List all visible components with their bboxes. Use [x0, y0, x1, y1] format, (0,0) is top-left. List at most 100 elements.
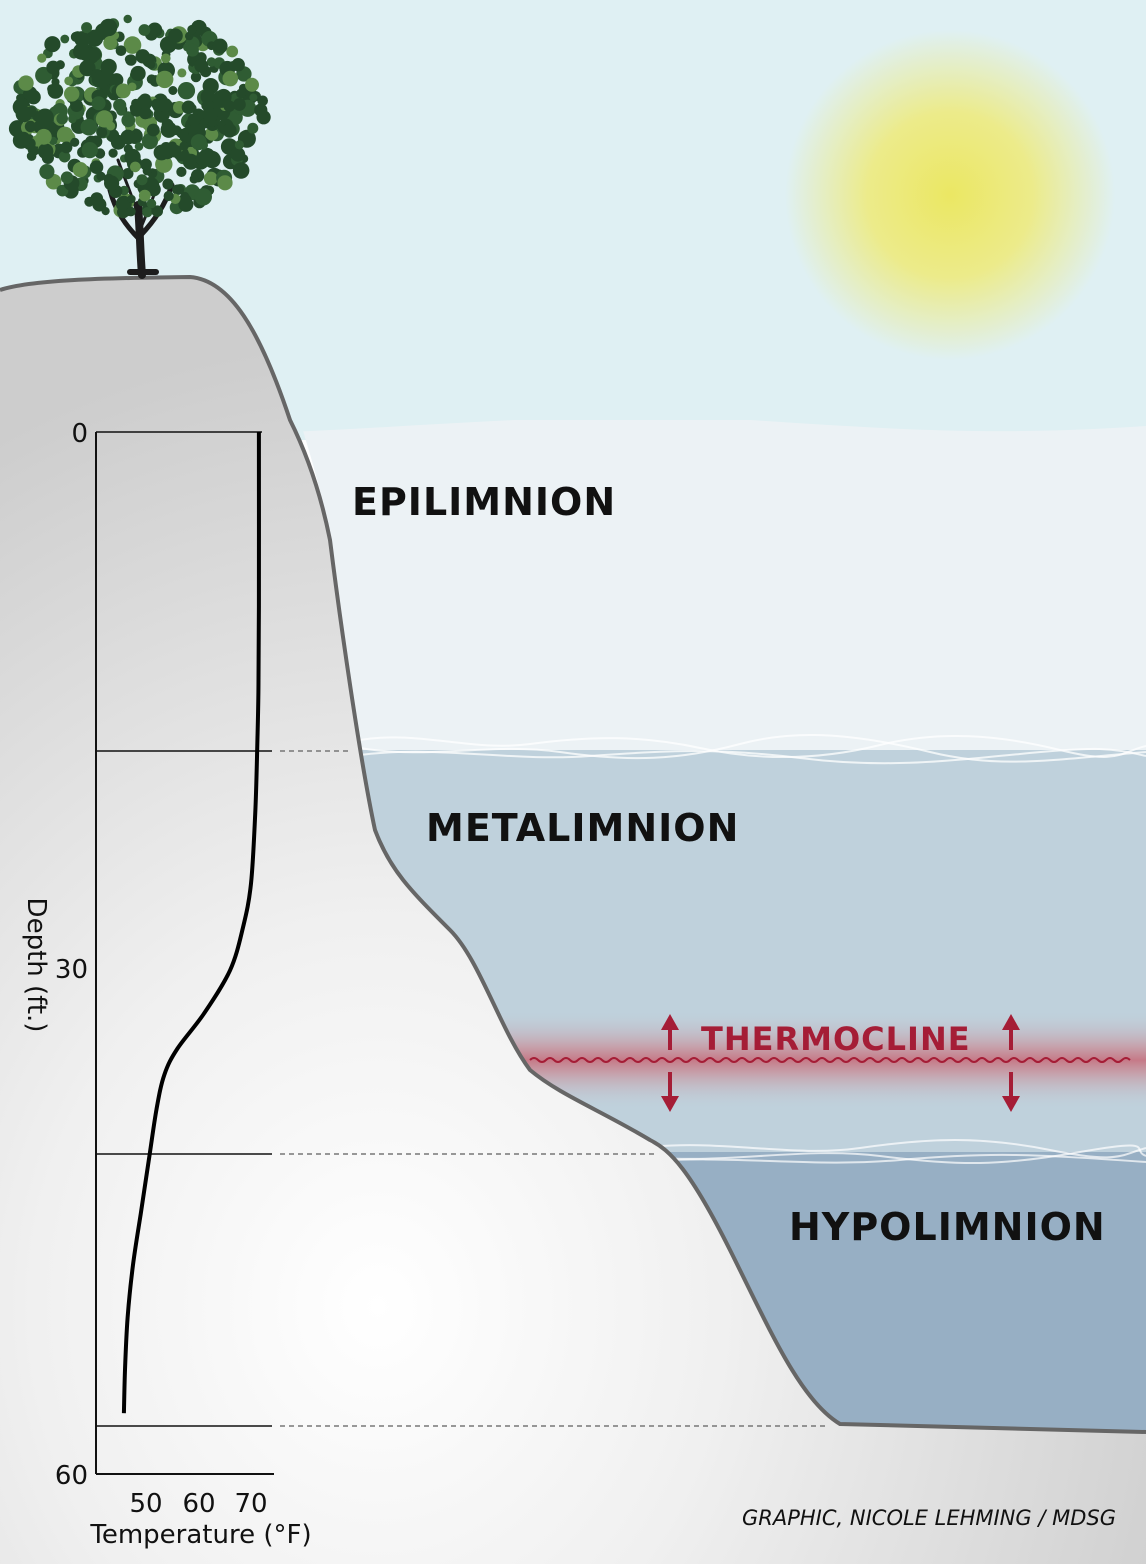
leaf	[202, 107, 218, 123]
leaf	[187, 113, 201, 127]
leaf	[64, 76, 74, 86]
temperature-axis-label: Temperature (°F)	[89, 1520, 311, 1550]
leaf	[168, 86, 178, 95]
leaf	[203, 150, 221, 169]
leaf	[206, 100, 215, 110]
leaf	[138, 24, 151, 36]
leaf	[81, 142, 98, 159]
leaf	[190, 71, 202, 83]
leaf	[194, 188, 212, 206]
leaf	[245, 77, 259, 92]
arrow-down-right-head	[1002, 1096, 1020, 1112]
leaf	[56, 126, 74, 143]
hypolimnion-label: HYPOLIMNION	[789, 1205, 1106, 1249]
arrow-up-right-head	[1002, 1014, 1020, 1030]
leaf	[206, 57, 217, 67]
leaf	[142, 207, 153, 218]
temp-tick-70: 70	[234, 1489, 267, 1519]
leaf	[70, 137, 80, 147]
leaf	[60, 171, 74, 184]
leaf	[136, 174, 148, 186]
leaf	[95, 23, 112, 40]
leaf	[200, 89, 216, 105]
leaf	[103, 36, 118, 50]
leaf	[179, 141, 189, 151]
graphic-credit: GRAPHIC, NICOLE LEHMING / MDSG	[742, 1506, 1116, 1530]
leaf	[158, 98, 173, 113]
leaf	[134, 142, 144, 151]
leaf	[217, 175, 233, 191]
leaf	[16, 131, 31, 147]
leaf	[26, 151, 37, 161]
leaf	[115, 83, 131, 99]
leaf	[138, 189, 151, 202]
metalimnion-label: METALIMNION	[426, 806, 739, 850]
leaf	[156, 70, 174, 89]
leaf	[215, 88, 232, 105]
depth-tick-30: 30	[55, 955, 88, 985]
leaf	[161, 53, 171, 64]
leaf	[126, 206, 136, 217]
leaf	[68, 114, 77, 124]
leaf	[55, 60, 65, 70]
leaf	[236, 88, 247, 99]
thermocline-line	[529, 1057, 1131, 1063]
leaf	[96, 171, 106, 181]
leaf	[84, 196, 95, 207]
leaf	[73, 43, 90, 60]
leaf	[101, 207, 110, 216]
leaf	[37, 53, 47, 63]
leaf	[80, 118, 98, 136]
leaf	[139, 106, 152, 120]
leaf	[47, 83, 64, 99]
leaf	[168, 28, 183, 43]
leaf	[60, 141, 73, 154]
leaf	[41, 151, 55, 164]
leaf	[177, 68, 187, 78]
temp-tick-60: 60	[182, 1489, 215, 1519]
leaf	[162, 178, 174, 190]
leaf	[81, 22, 93, 34]
leaf	[231, 57, 245, 72]
leaf	[222, 70, 239, 87]
leaf	[230, 147, 246, 162]
leaf	[147, 25, 159, 36]
tree	[8, 14, 271, 279]
thermocline-label: THERMOCLINE	[701, 1020, 971, 1058]
leaf	[186, 43, 199, 57]
leaf	[234, 140, 244, 150]
leaf	[70, 99, 83, 112]
leaf	[24, 120, 37, 133]
leaf	[146, 123, 160, 137]
temperature-curve	[121, 431, 261, 1414]
shore-edge	[0, 274, 1146, 1434]
metalimnion-boundary-waves	[359, 734, 1146, 765]
leaf	[130, 161, 141, 173]
thermocline-arrows	[661, 1014, 1020, 1112]
leaf	[163, 190, 174, 202]
leaf	[122, 168, 134, 180]
leaf	[26, 89, 41, 105]
leaf	[136, 95, 153, 111]
leaf	[127, 194, 136, 204]
leaf	[254, 103, 268, 117]
leaf	[194, 58, 209, 73]
leaf	[187, 24, 197, 35]
leaf	[72, 162, 88, 178]
leaf	[96, 126, 108, 138]
leaf	[18, 75, 34, 91]
leaf	[178, 196, 194, 212]
leaf	[142, 166, 152, 176]
leaf	[160, 121, 177, 138]
leaf	[123, 14, 132, 24]
leaf	[176, 166, 187, 177]
leaf	[141, 133, 158, 150]
leaf	[203, 171, 218, 186]
depth-axis-label: Depth (ft.)	[21, 898, 51, 1033]
leaf	[222, 123, 237, 138]
leaf	[212, 38, 228, 54]
leaf	[95, 110, 113, 128]
leaf	[89, 160, 104, 174]
